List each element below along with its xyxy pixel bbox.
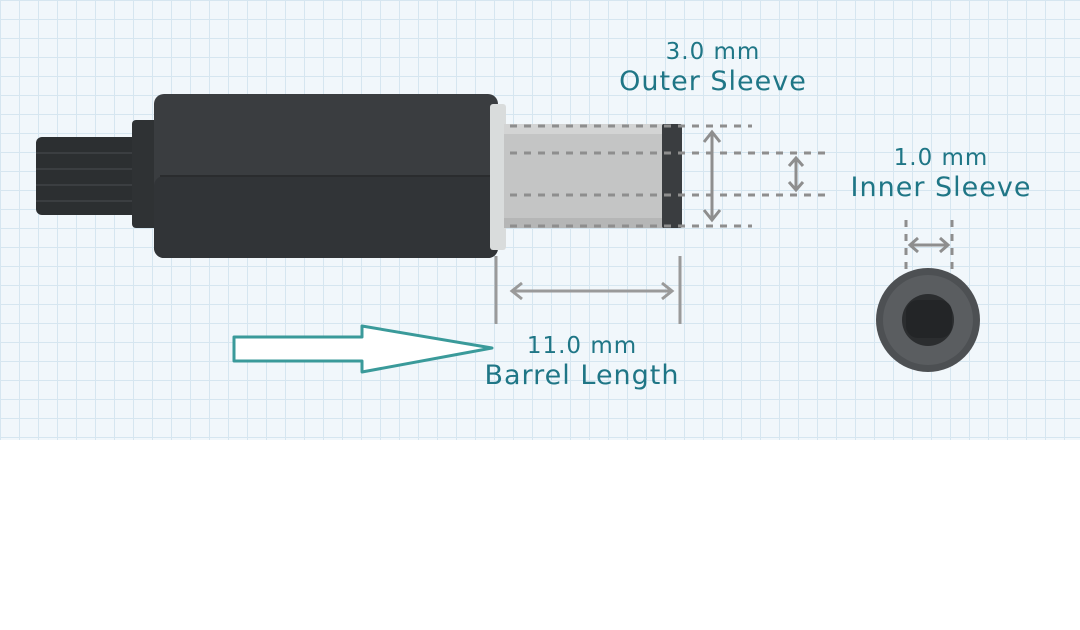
inner-sleeve-value: 1.0 mm <box>893 145 989 171</box>
end-view-connector <box>876 268 980 372</box>
pointer-arrow <box>232 324 494 374</box>
inner-sleeve-arrow <box>787 155 805 193</box>
outer-sleeve-name: Outer Sleeve <box>619 66 807 97</box>
barrel-length-arrow <box>494 256 682 324</box>
metal-barrel <box>504 124 682 228</box>
outer-sleeve-label: 3.0 mm Outer Sleeve <box>606 38 820 98</box>
outer-sleeve-arrow <box>702 129 722 223</box>
inner-sleeve-name: Inner Sleeve <box>850 172 1032 203</box>
end-view-inner-arrow <box>907 236 951 254</box>
outer-sleeve-value: 3.0 mm <box>665 39 761 65</box>
barrel-jack-diagram <box>36 94 980 374</box>
plug-body <box>154 94 506 258</box>
barrel-length-label: 11.0 mm Barrel Length <box>468 332 696 392</box>
strain-relief <box>36 120 162 228</box>
barrel-length-value: 11.0 mm <box>526 333 638 359</box>
inner-sleeve-label: 1.0 mm Inner Sleeve <box>838 144 1044 204</box>
barrel-length-name: Barrel Length <box>484 360 680 391</box>
